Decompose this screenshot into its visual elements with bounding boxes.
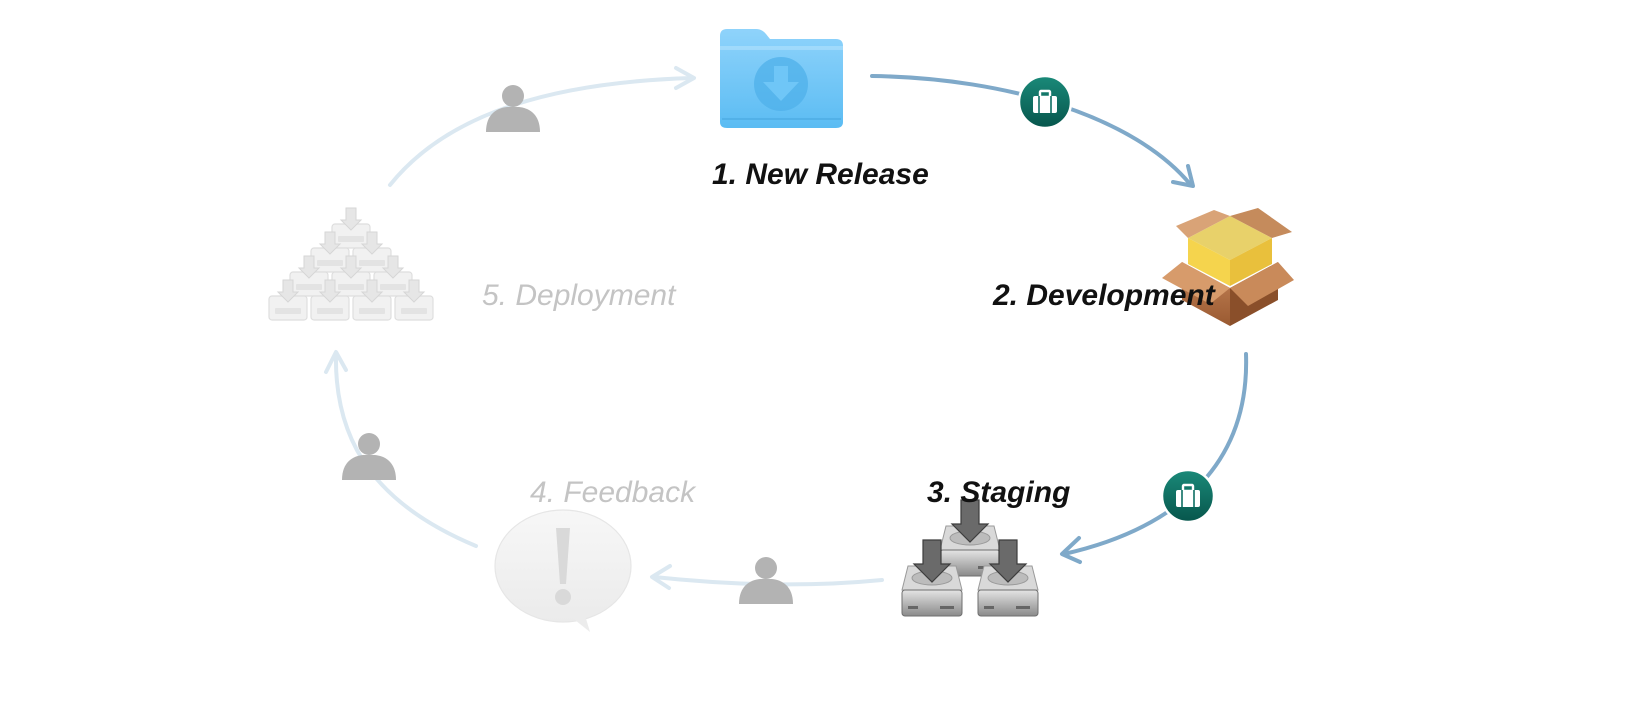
stage-label-new-release: 1. New Release: [712, 158, 929, 191]
connector-development-to-staging: [1060, 352, 1249, 564]
stage-label-deployment: 5. Deployment: [482, 279, 676, 312]
stage-label-staging: 3. Staging: [927, 476, 1071, 509]
stage-label-feedback: 4. Feedback: [530, 476, 696, 509]
download-folder-icon: [720, 29, 843, 128]
server-pyramid-icon: [268, 207, 434, 321]
briefcase-icon: [1160, 468, 1216, 524]
connector-feedback-to-deployment: [324, 350, 478, 548]
connector-deployment-to-release: [388, 66, 696, 187]
package-box-icon: [1162, 208, 1294, 326]
person-icon: [739, 557, 793, 604]
stage-label-development: 2. Development: [993, 279, 1215, 312]
exclamation-bubble-icon: [494, 509, 632, 632]
briefcase-icon: [1017, 74, 1073, 130]
person-icon: [486, 85, 540, 132]
hard-drives-icon: [901, 499, 1039, 617]
